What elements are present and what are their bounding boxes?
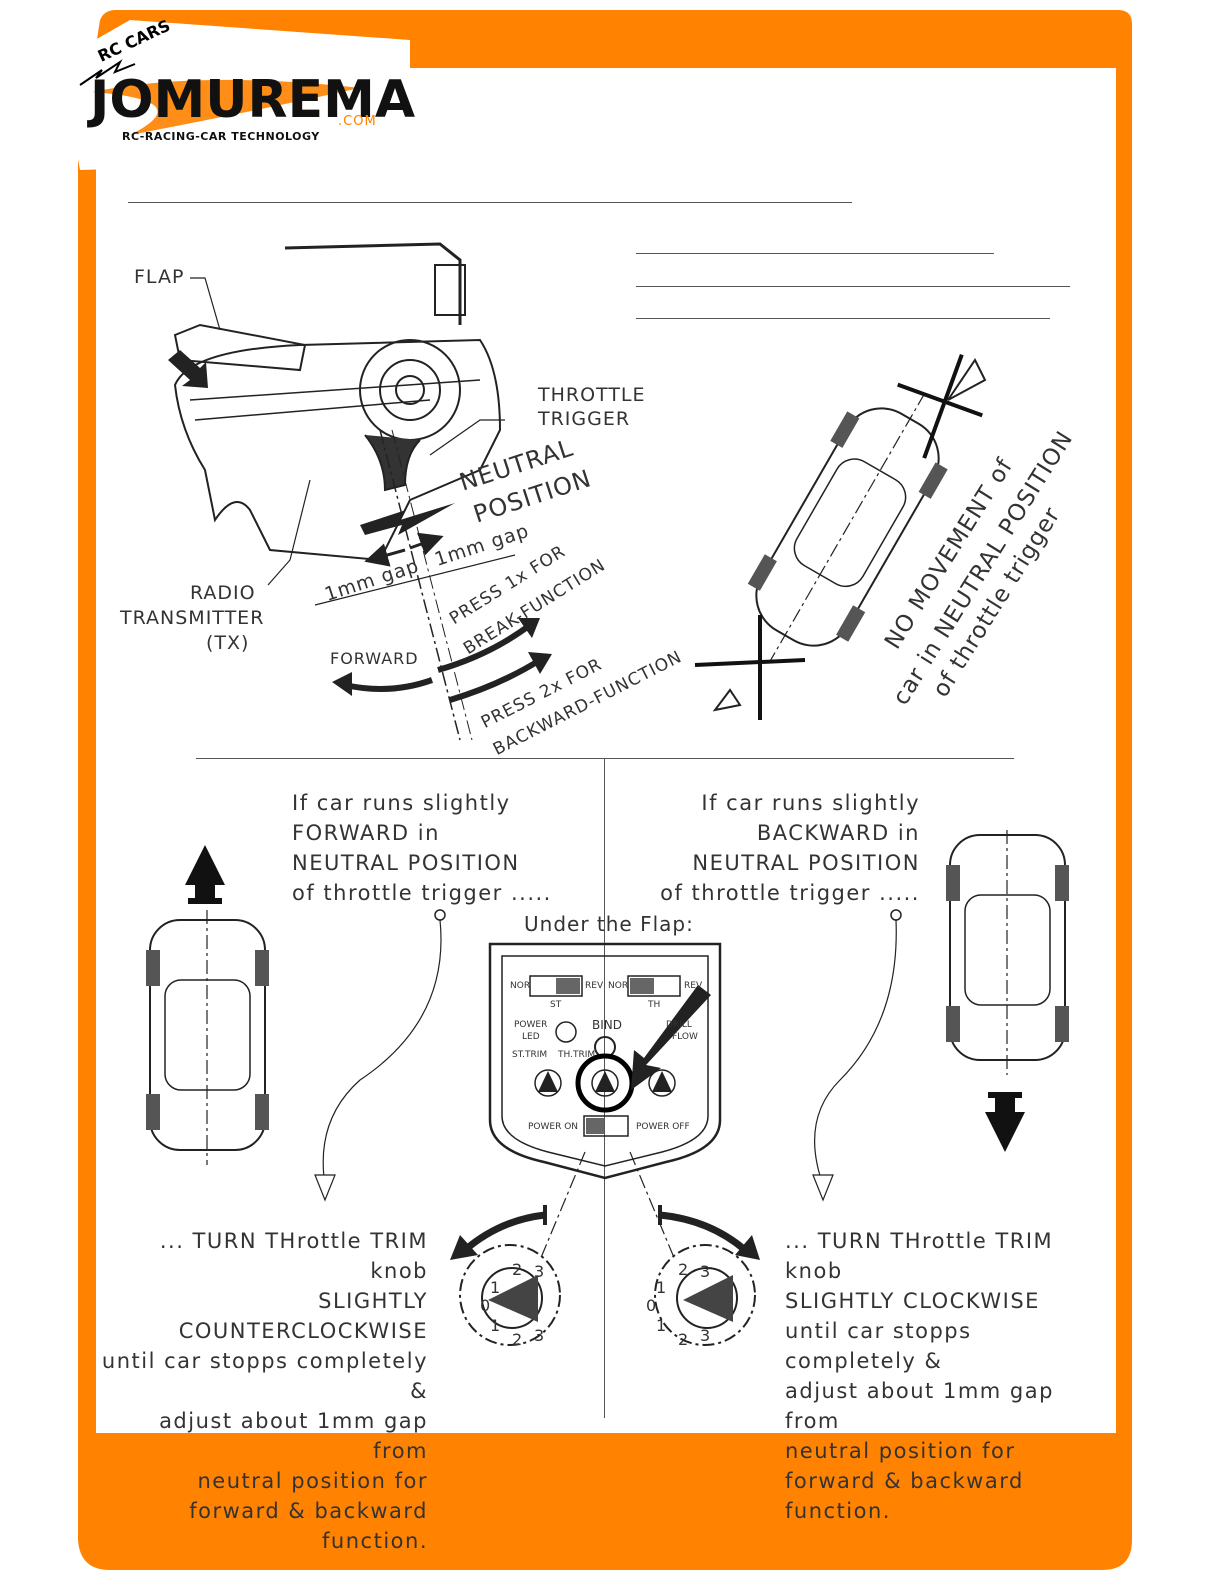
flap-label: FLAP (134, 266, 185, 288)
rev2-label: REV (684, 981, 703, 991)
blank-line-2 (636, 286, 1070, 287)
title-blank-line (128, 202, 852, 203)
left-condition: If car runs slightly FORWARD in NEUTRAL … (292, 788, 552, 908)
bind-label: BIND (592, 1018, 622, 1032)
left-action-3: until car stopps completely & (101, 1349, 428, 1403)
transmitter-drawing (168, 242, 552, 741)
break-arrow-icon (437, 622, 532, 673)
right-action-2: SLIGHTLY CLOCKWISE (785, 1289, 1040, 1313)
cross-top-icon (897, 354, 983, 459)
brand-domain: .COM (338, 114, 377, 129)
power-off-label: POWER OFF (636, 1122, 690, 1132)
gap-arrow-left-icon (364, 543, 406, 567)
rev1-label: REV (585, 981, 604, 991)
forward-label: FORWARD (330, 649, 419, 668)
left-action: ... TURN THrottle TRIM knob SLIGHTLY COU… (100, 1226, 428, 1556)
ccw-arrow-icon (462, 1211, 546, 1253)
right-action-3: until car stopps completely & (785, 1319, 972, 1373)
right-condition-2: BACKWARD in (756, 821, 920, 845)
throttle-trigger-shape (364, 434, 421, 492)
right-condition-1: If car runs slightly (701, 791, 920, 815)
power-led-icon (555, 1021, 577, 1043)
radio-label-2: TRANSMITTER (120, 607, 265, 629)
right-condition: If car runs slightly BACKWARD in NEUTRAL… (640, 788, 920, 908)
pointer-arrow-icon (631, 985, 711, 1090)
car-forward-drawing (146, 845, 269, 1165)
car-diagonal-drawing (694, 354, 987, 720)
dial-right-digits: 1 2 3 0 1 2 3 (642, 1258, 732, 1358)
power-led-label-1: POWER (514, 1020, 548, 1030)
dial-right-b3: 3 (700, 1326, 712, 1345)
dial-right-3: 3 (700, 1262, 712, 1281)
left-action-2: SLIGHTLY COUNTERCLOCKWISE (178, 1289, 428, 1343)
down-arrow-icon (985, 1098, 1025, 1152)
dial-left-b1: 1 (490, 1316, 502, 1335)
up-arrow-icon (185, 845, 225, 900)
nor2-label: NOR (608, 981, 629, 991)
gap-arrow-right-icon (409, 532, 444, 556)
th-label: TH (648, 1000, 661, 1010)
th-trim-label: TH.TRIM (558, 1050, 596, 1060)
drill-label-2: FLOW (672, 1032, 698, 1042)
backward-arrow-icon (449, 657, 542, 703)
dial-right-b2: 2 (678, 1330, 690, 1349)
throttle-label-2: TRIGGER (538, 408, 631, 430)
dial-left-3: 3 (534, 1262, 546, 1281)
cw-arrow-icon (659, 1211, 748, 1253)
radio-label-1: RADIO (190, 582, 256, 604)
right-condition-3: NEUTRAL POSITION (692, 851, 920, 875)
leader-curves (314, 909, 902, 1202)
left-action-1: ... TURN THrottle TRIM knob (159, 1229, 428, 1283)
dial-left-2: 2 (512, 1260, 524, 1279)
power-led-label-2: LED (522, 1032, 540, 1042)
drill-label-1: DRILL (666, 1020, 692, 1030)
left-condition-4: of throttle trigger ..... (292, 881, 552, 905)
cross-bottom-icon (694, 615, 806, 720)
dial-left-0: 0 (480, 1296, 492, 1315)
dial-right-0: 0 (646, 1296, 658, 1315)
dial-left-b2: 2 (512, 1330, 524, 1349)
brand-name: JOMUREMA (90, 70, 416, 130)
left-action-5: neutral position for (197, 1469, 428, 1493)
flap-panel-title: Under the Flap: (524, 912, 694, 936)
brand-tagline: RC-RACING-CAR TECHNOLOGY (122, 130, 320, 143)
dial-left-1: 1 (490, 1278, 502, 1297)
neutral-arrow-icon (360, 503, 455, 535)
right-action-6: forward & backward function. (785, 1469, 1024, 1523)
dial-left-digits: 1 2 3 0 1 2 3 (476, 1258, 566, 1358)
right-action-4: adjust about 1mm gap from (785, 1379, 1054, 1433)
left-condition-1: If car runs slightly (292, 791, 511, 815)
lightning-icon (79, 59, 136, 86)
right-condition-4: of throttle trigger ..... (660, 881, 920, 905)
power-on-label: POWER ON (528, 1122, 579, 1132)
dial-right-b1: 1 (656, 1316, 668, 1335)
flap-arrow-icon (168, 350, 208, 388)
left-condition-2: FORWARD in (292, 821, 440, 845)
forward-arrow-icon (344, 677, 434, 692)
blank-line-1 (636, 253, 994, 254)
right-action-1: ... TURN THrottle TRIM knob (785, 1229, 1054, 1283)
dial-right-1: 1 (656, 1278, 668, 1297)
blank-line-3 (636, 318, 1050, 319)
brand-logo: RC CARS JOMUREMA .COM RC-RACING-CAR TECH… (60, 0, 420, 165)
dial-left-b3: 3 (534, 1326, 546, 1345)
right-action: ... TURN THrottle TRIM knob SLIGHTLY CLO… (785, 1226, 1110, 1526)
trim-dials (450, 1151, 760, 1346)
throttle-label-1: THROTTLE (538, 384, 646, 406)
section-divider (196, 758, 1014, 759)
nor1-label: NOR (510, 981, 531, 991)
left-condition-3: NEUTRAL POSITION (292, 851, 520, 875)
car-backward-drawing (946, 830, 1069, 1152)
st-label: ST (550, 1000, 562, 1010)
st-trim-label: ST.TRIM (512, 1050, 548, 1060)
left-action-6: forward & backward function. (189, 1499, 428, 1553)
badge-text: RC CARS (95, 16, 173, 66)
left-action-4: adjust about 1mm gap from (159, 1409, 428, 1463)
right-action-5: neutral position for (785, 1439, 1016, 1463)
dial-right-2: 2 (678, 1260, 690, 1279)
radio-label-3: (TX) (206, 632, 250, 654)
